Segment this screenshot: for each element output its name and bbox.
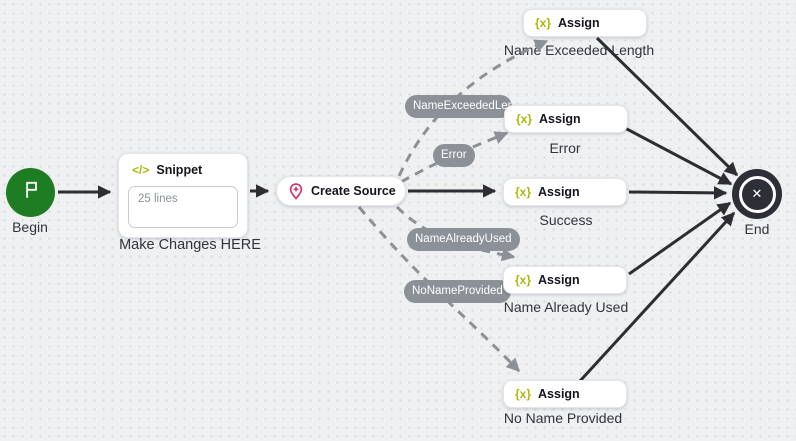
flag-icon <box>20 179 42 206</box>
variable-braces-icon: {x} <box>515 387 532 401</box>
assign-node-name-exceeded-length[interactable]: {x} Assign <box>523 9 647 37</box>
begin-node[interactable] <box>6 168 55 217</box>
variable-braces-icon: {x} <box>515 273 532 287</box>
close-glyph: ✕ <box>751 186 763 201</box>
assign-label-error: Error <box>549 140 581 156</box>
snippet-node[interactable]: </> Snippet 25 lines <box>118 153 248 238</box>
assign-title: Assign <box>538 185 580 199</box>
variable-braces-icon: {x} <box>516 112 533 126</box>
edge-name-exceeded-to-end[interactable] <box>595 36 739 177</box>
close-circle-icon: ✕ <box>738 175 776 213</box>
location-pin-plus-icon <box>288 182 304 200</box>
assign-node-error[interactable]: {x} Assign <box>504 105 628 133</box>
assign-node-name-already-used[interactable]: {x} Assign <box>503 266 627 294</box>
assign-title: Assign <box>538 387 580 401</box>
edge-create-source-error[interactable] <box>400 131 509 184</box>
edge-create-source-name-exceeded[interactable] <box>397 39 549 177</box>
assign-title: Assign <box>538 273 580 287</box>
edge-success-to-end[interactable] <box>628 186 728 200</box>
create-source-node[interactable]: Create Source <box>276 176 406 206</box>
assign-node-success[interactable]: {x} Assign <box>503 178 627 206</box>
edge-label-error[interactable]: Error <box>433 144 475 167</box>
variable-braces-icon: {x} <box>515 185 532 199</box>
assign-title: Assign <box>558 16 600 30</box>
create-source-title: Create Source <box>311 184 396 198</box>
snippet-title: Snippet <box>156 163 203 177</box>
edge-label-no-name-provided[interactable]: NoNameProvided <box>404 280 511 303</box>
assign-label-success: Success <box>539 212 593 228</box>
assign-node-no-name-provided[interactable]: {x} Assign <box>503 380 627 408</box>
edge-no-name-provided-to-end[interactable] <box>578 211 736 383</box>
assign-title: Assign <box>539 112 581 126</box>
code-icon: </> <box>132 163 150 177</box>
assign-label-no-name-provided: No Name Provided <box>503 410 623 426</box>
variable-braces-icon: {x} <box>535 16 552 30</box>
assign-label-name-already-used: Name Already Used <box>503 299 629 315</box>
edge-label-name-already-used[interactable]: NameAlreadyUsed <box>407 228 520 251</box>
edge-error-to-end[interactable] <box>624 126 733 186</box>
snippet-name-label: Make Changes HERE <box>119 237 261 253</box>
snippet-preview: 25 lines <box>128 186 238 228</box>
edge-name-already-used-to-end[interactable] <box>628 201 732 276</box>
begin-label: Begin <box>12 219 48 235</box>
end-node[interactable]: ✕ <box>732 169 782 219</box>
end-label: End <box>744 221 770 237</box>
